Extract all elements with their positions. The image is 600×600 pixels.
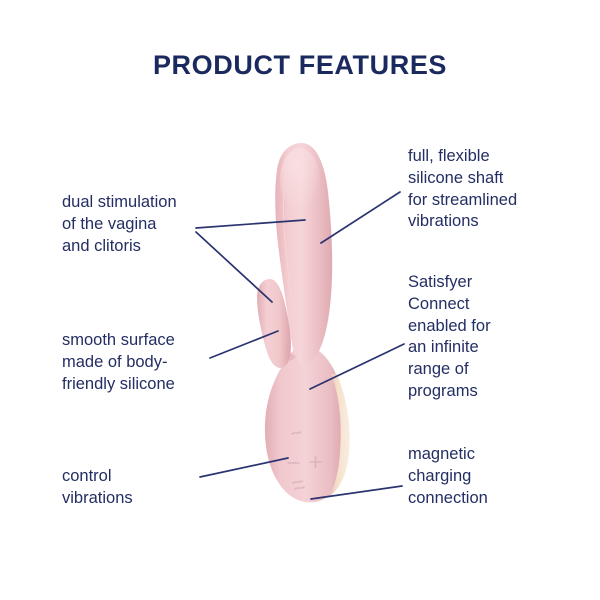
main-shaft [275, 143, 333, 364]
shaft-edge-highlight [283, 160, 296, 338]
shaft-tip-highlight [280, 148, 320, 212]
plus-button[interactable] [309, 455, 322, 469]
magnetic-charging-strip [329, 374, 350, 497]
leader-line-satisfyer-connect [309, 343, 405, 390]
annotation-dual-stimulation: dual stimulation of the vagina and clito… [62, 193, 177, 255]
product-body [257, 143, 350, 503]
page-title: PRODUCT FEATURES [152, 50, 448, 80]
annotation-magnetic-charging: magnetic charging connection [408, 445, 488, 507]
leader-line-magnetic-charging [310, 485, 403, 500]
wave-symbol-top-icon[interactable] [291, 431, 302, 435]
control-panel [287, 431, 322, 490]
annotation-smooth-surface: smooth surface made of body- friendly si… [62, 331, 175, 393]
wave-symbol-bottom-icon[interactable] [292, 480, 305, 490]
product-handle [264, 345, 350, 503]
annotation-flexible-shaft: full, flexible silicone shaft for stream… [408, 147, 518, 231]
annotation-satisfyer-connect: Satisfyer Connect enabled for an infinit… [408, 273, 491, 400]
leader-line-flexible-shaft [320, 191, 401, 244]
annotation-control-vibrations: control vibrations [62, 467, 133, 507]
clitoral-arm [257, 279, 291, 368]
arm-shaft-junction-shadow [285, 344, 296, 361]
